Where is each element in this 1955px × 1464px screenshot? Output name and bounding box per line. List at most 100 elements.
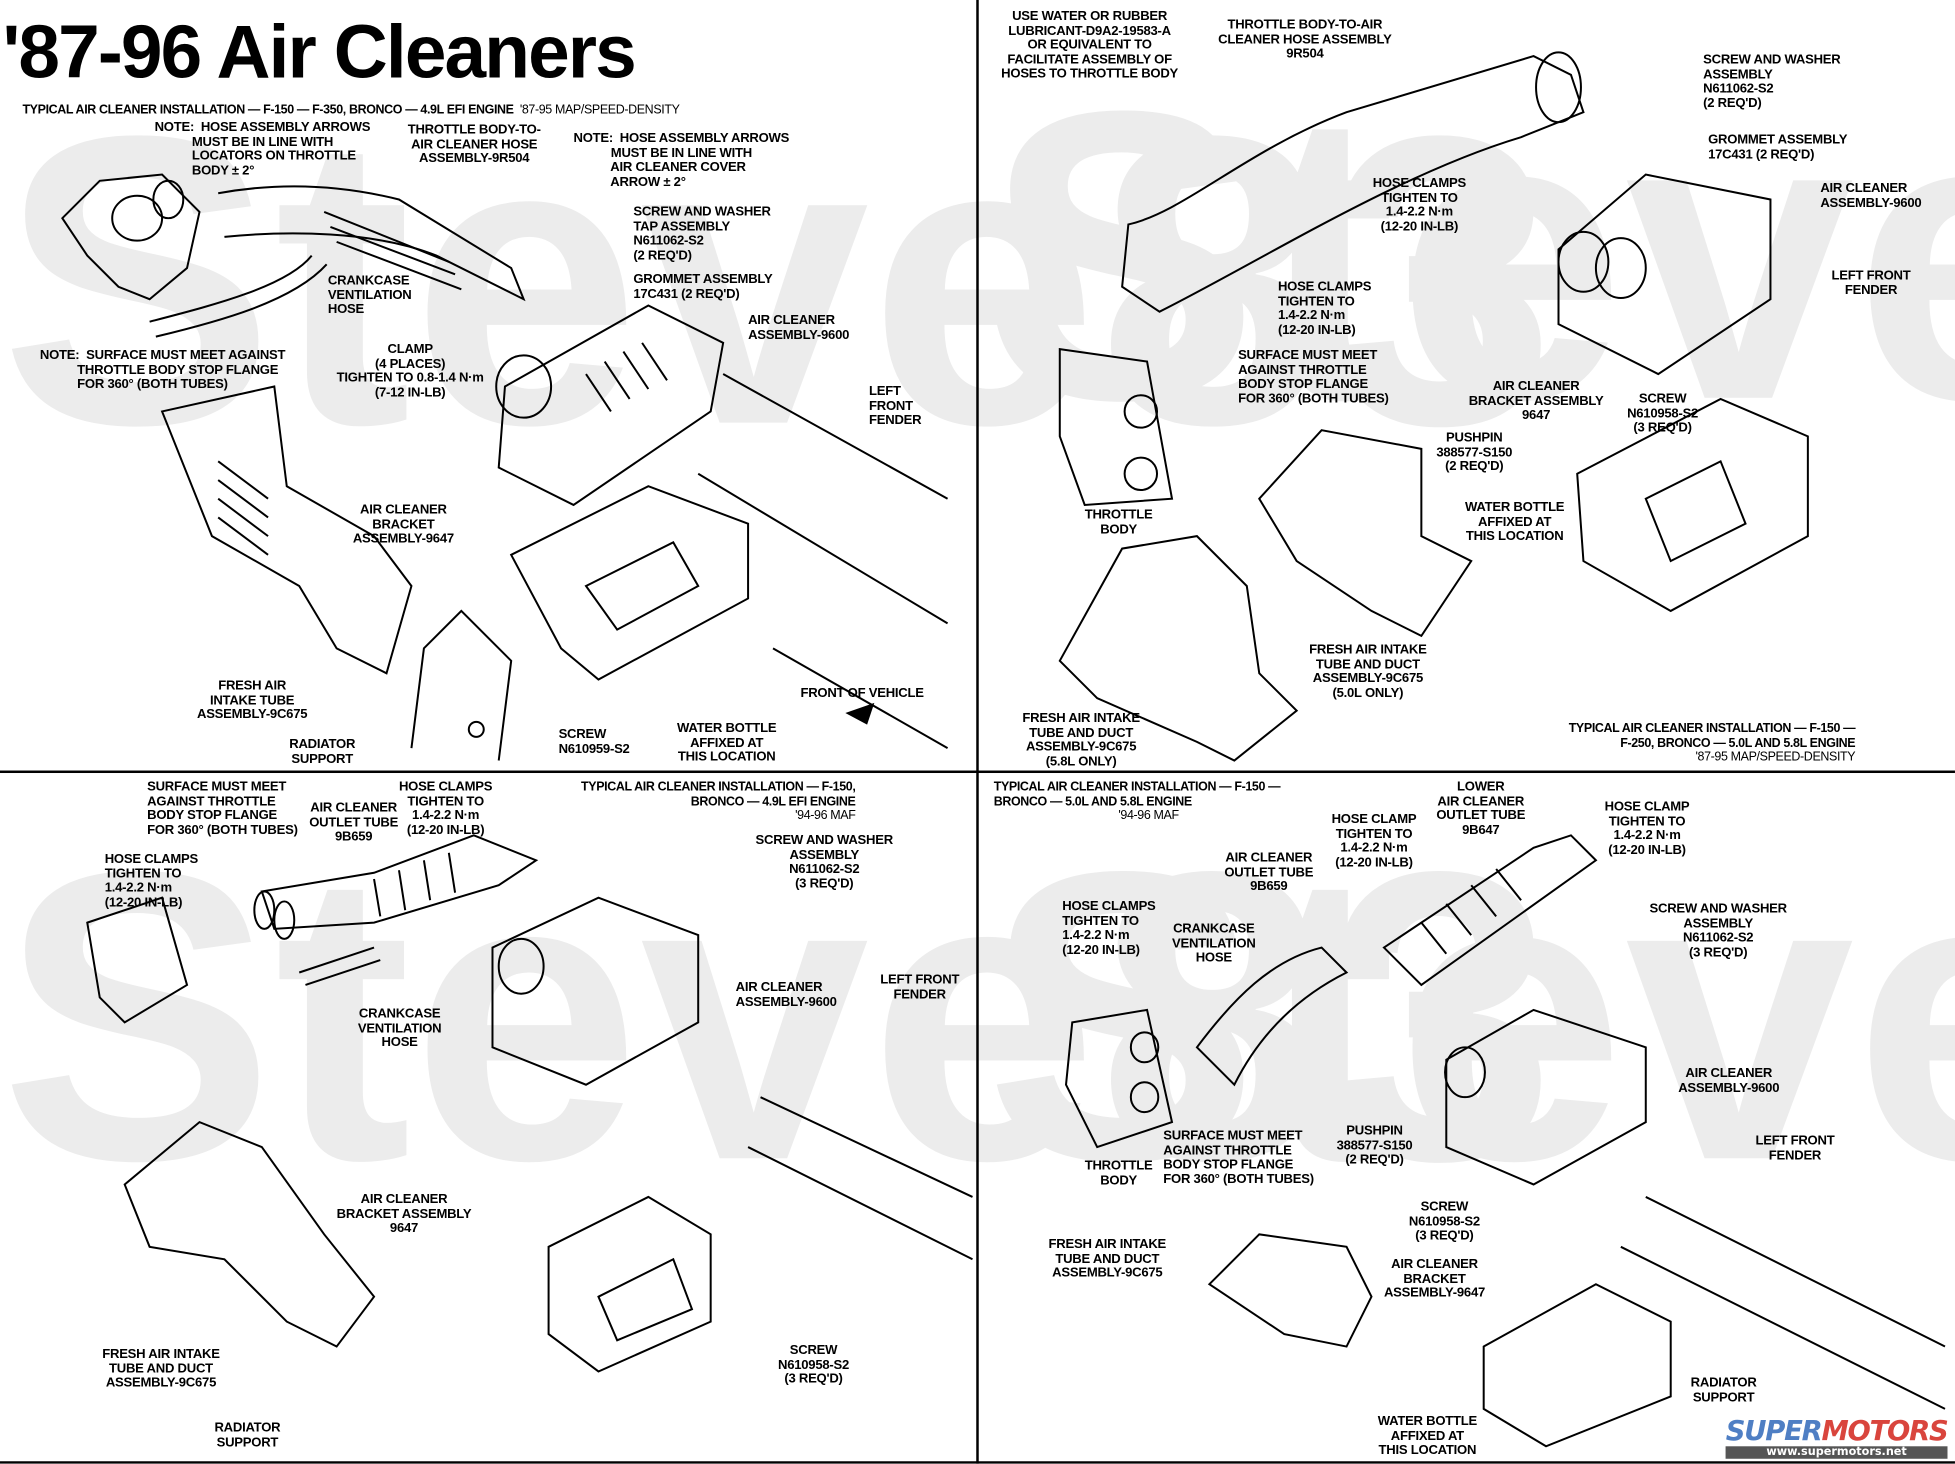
q2-grommet-label: GROMMET ASSEMBLY 17C431 (2 REQ'D)	[1708, 132, 1848, 162]
q1-bracket	[509, 485, 750, 681]
q3-surface-label: SURFACE MUST MEET AGAINST THROTTLE BODY …	[147, 779, 298, 838]
q1-note-throttle: NOTE: HOSE ASSEMBLY ARROWS MUST BE IN LI…	[154, 119, 371, 178]
q1-crankcase-label: CRANKCASE VENTILATION HOSE	[327, 273, 412, 317]
q2-surface-label: SURFACE MUST MEET AGAINST THROTTLE BODY …	[1238, 347, 1389, 406]
q3-crankcase-hose	[298, 946, 381, 986]
q4-air-cleaner-label: AIR CLEANER ASSEMBLY-9600	[1678, 1066, 1780, 1096]
q4-bracket	[1482, 1283, 1672, 1448]
q3-air-cleaner	[491, 896, 700, 1086]
q3-hose-clamps-upper: HOSE CLAMPS TIGHTEN TO 1.4-2.2 N·m (12-2…	[398, 779, 493, 838]
q3-hose-clamps-left: HOSE CLAMPS TIGHTEN TO 1.4-2.2 N·m (12-2…	[104, 851, 199, 910]
q4-outlet-tube	[1195, 946, 1349, 1087]
q2-water-bottle-label: WATER BOTTLE AFFIXED AT THIS LOCATION	[1464, 499, 1565, 544]
q3-air-cleaner-label: AIR CLEANER ASSEMBLY-9600	[735, 979, 837, 1010]
q4-radiator-label: RADIATOR SUPPORT	[1690, 1375, 1757, 1405]
q3-outlet-tube	[253, 834, 539, 940]
q3-screw-washer-label: SCREW AND WASHER ASSEMBLY N611062-S2 (3 …	[755, 832, 894, 891]
q3-fender	[747, 1096, 973, 1261]
q2-throttle-body-label: THROTTLE BODY	[1084, 507, 1153, 537]
q4-fender	[1620, 1196, 1946, 1410]
q4-throttle-body	[1064, 1008, 1174, 1149]
q3-radiator-label: RADIATOR SUPPORT	[214, 1420, 281, 1450]
q3-bracket	[547, 1195, 712, 1373]
q3-screw-label: SCREW N610958-S2 (3 REQ'D)	[778, 1342, 850, 1387]
q4-screw-washer-label: SCREW AND WASHER ASSEMBLY N611062-S2 (3 …	[1649, 901, 1788, 960]
q1-fender-label: LEFT FRONT FENDER	[869, 384, 922, 428]
q4-fender-label: LEFT FRONT FENDER	[1755, 1133, 1835, 1163]
q3-subheading: '94-96 MAF	[795, 809, 856, 823]
q1-radiator-support	[410, 609, 513, 761]
q2-subheading: '87-95 MAP/SPEED-DENSITY	[1695, 750, 1856, 765]
watermark: Steve83	[0, 49, 1556, 510]
q2-heading: TYPICAL AIR CLEANER INSTALLATION — F-150…	[1569, 722, 1856, 765]
q2-lubricant-label: USE WATER OR RUBBER LUBRICANT-D9A2-19583…	[1001, 8, 1179, 82]
q1-screw-label: SCREW N610959-S2	[558, 726, 630, 757]
q1-heading: TYPICAL AIR CLEANER INSTALLATION — F-150…	[22, 103, 679, 117]
q4-intake	[1207, 1233, 1373, 1348]
q1-note-cover: NOTE: HOSE ASSEMBLY ARROWS MUST BE IN LI…	[573, 130, 790, 189]
q1-screw-tap-label: SCREW AND WASHER TAP ASSEMBLY N611062-S2…	[633, 204, 771, 263]
q4-heading-text: TYPICAL AIR CLEANER INSTALLATION — F-150…	[993, 780, 1281, 809]
q2-bracket	[1576, 397, 1809, 613]
watermark: Steve83	[0, 785, 1556, 1246]
q2-pushpin-label: PUSHPIN 388577-S150 (2 REQ'D)	[1436, 430, 1513, 474]
q2-intake-50	[1258, 429, 1473, 638]
q1-clamp-label: CLAMP (4 PLACES) TIGHTEN TO 0.8-1.4 N·m …	[336, 341, 484, 400]
q1-hose-label: THROTTLE BODY-TO- AIR CLEANER HOSE ASSEM…	[407, 122, 541, 166]
q3-intake	[123, 1120, 376, 1348]
q2-heading-text: TYPICAL AIR CLEANER INSTALLATION — F-150…	[1568, 721, 1856, 750]
q3-crankcase-label: CRANKCASE VENTILATION HOSE	[357, 1006, 442, 1050]
q4-crankcase-label: CRANKCASE VENTILATION HOSE	[1171, 921, 1256, 966]
logo-brand-a: SUPER	[1725, 1416, 1823, 1448]
q1-subheading: '87-95 MAP/SPEED-DENSITY	[519, 103, 680, 118]
q4-lower-outlet	[1382, 834, 1598, 987]
q4-air-cleaner	[1444, 1008, 1647, 1186]
q2-screw-washer-label: SCREW AND WASHER ASSEMBLY N611062-S2 (2 …	[1703, 52, 1841, 111]
q3-intake-label: FRESH AIR INTAKE TUBE AND DUCT ASSEMBLY-…	[102, 1346, 220, 1391]
q1-note-surface: NOTE: SURFACE MUST MEET AGAINST THROTTLE…	[39, 347, 286, 392]
q3-heading: TYPICAL AIR CLEANER INSTALLATION — F-150…	[581, 780, 856, 823]
q4-hose-clamps-label: HOSE CLAMPS TIGHTEN TO 1.4-2.2 N·m (12-2…	[1062, 898, 1156, 957]
q1-crankcase-hose	[149, 254, 328, 338]
q1-air-cleaner-label: AIR CLEANER ASSEMBLY-9600	[748, 312, 850, 343]
q3-bracket-label: AIR CLEANER BRACKET ASSEMBLY 9647	[336, 1191, 472, 1236]
q1-throttle-body	[61, 173, 201, 301]
logo-url: www.supermotors.net	[1725, 1446, 1948, 1459]
q4-intake-label: FRESH AIR INTAKE TUBE AND DUCT ASSEMBLY-…	[1048, 1236, 1167, 1281]
supermotors-logo: SUPERMOTORS www.supermotors.net	[1725, 1416, 1949, 1459]
q2-air-cleaner	[1557, 173, 1772, 376]
q4-hose-clamp-mid: HOSE CLAMP TIGHTEN TO 1.4-2.2 N·m (12-20…	[1331, 811, 1417, 870]
q2-bracket-label: AIR CLEANER BRACKET ASSEMBLY 9647	[1468, 379, 1604, 423]
q3-throttle-body	[86, 896, 189, 1024]
q2-hose-label: THROTTLE BODY-TO-AIR CLEANER HOSE ASSEMB…	[1218, 17, 1392, 62]
q2-intake-58	[1058, 535, 1299, 762]
q4-throttle-body-label: THROTTLE BODY	[1084, 1158, 1153, 1188]
q4-hose-clamp-right: HOSE CLAMP TIGHTEN TO 1.4-2.2 N·m (12-20…	[1604, 799, 1690, 858]
q3-outlet-label: AIR CLEANER OUTLET TUBE 9B659	[309, 800, 399, 845]
q4-pushpin-label: PUSHPIN 388577-S150 (2 REQ'D)	[1336, 1123, 1413, 1168]
q1-grommet-label: GROMMET ASSEMBLY 17C431 (2 REQ'D)	[633, 271, 773, 302]
front-arrow-icon	[845, 702, 875, 725]
q2-hose-clamps-upper: HOSE CLAMPS TIGHTEN TO 1.4-2.2 N·m (12-2…	[1372, 175, 1467, 234]
q2-throttle-body	[1058, 347, 1174, 507]
q1-bracket-label: AIR CLEANER BRACKET ASSEMBLY-9647	[352, 502, 454, 547]
q4-outlet-label: AIR CLEANER OUTLET TUBE 9B659	[1224, 850, 1314, 894]
page-title: '87-96 Air Cleaners	[2, 9, 636, 94]
q1-radiator-label: RADIATOR SUPPORT	[289, 736, 356, 767]
q4-surface-label: SURFACE MUST MEET AGAINST THROTTLE BODY …	[1163, 1128, 1314, 1187]
q1-front-label: FRONT OF VEHICLE	[800, 685, 924, 701]
watermark: Steve83	[984, 785, 1955, 1246]
q3-heading-text: TYPICAL AIR CLEANER INSTALLATION — F-150…	[581, 780, 856, 809]
q1-air-cleaner	[495, 304, 725, 507]
q1-water-bottle-label: WATER BOTTLE AFFIXED AT THIS LOCATION	[677, 720, 777, 765]
q2-hose	[1121, 51, 1585, 313]
bottom-border	[0, 1461, 1955, 1464]
watermark: Steve83	[984, 24, 1955, 486]
q4-bracket-label: AIR CLEANER BRACKET ASSEMBLY-9647	[1383, 1256, 1486, 1301]
logo-brand-b: MOTORS	[1821, 1416, 1948, 1448]
q1-heading-text: TYPICAL AIR CLEANER INSTALLATION — F-150…	[22, 103, 514, 118]
q2-screw-label: SCREW N610958-S2 (3 REQ'D)	[1627, 391, 1699, 436]
q2-intake-50-label: FRESH AIR INTAKE TUBE AND DUCT ASSEMBLY-…	[1309, 642, 1427, 701]
